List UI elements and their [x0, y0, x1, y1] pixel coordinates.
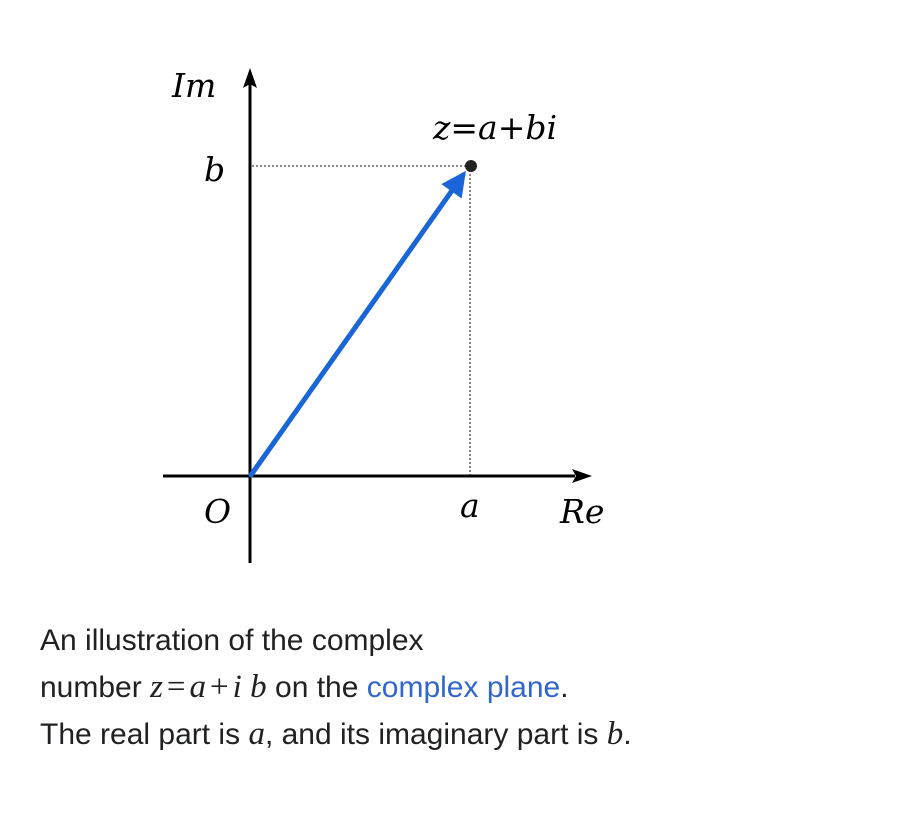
caption-period-1: .: [560, 671, 569, 704]
complex-plane-link[interactable]: complex plane: [366, 671, 561, 704]
imaginary-axis-arrow-icon: [243, 68, 257, 88]
figure-caption: An illustration of the complex number z=…: [40, 617, 880, 758]
origin-label: O: [204, 492, 231, 531]
math-real-var-a: a: [248, 716, 265, 752]
caption-real-part-text: The real part is: [40, 718, 241, 751]
caption-number-word: number: [40, 671, 142, 704]
real-axis-arrow-icon: [572, 469, 592, 483]
a-tick-label: a: [460, 486, 480, 525]
caption-imag-part-text: , and its imaginary part is: [264, 718, 599, 751]
math-var-a: a: [189, 669, 207, 705]
im-axis-label: Im: [171, 66, 216, 105]
caption-on-the: on the: [275, 671, 359, 704]
math-var-i: i: [232, 669, 242, 705]
complex-vector-arrow: [248, 170, 466, 478]
caption-text-1: An illustration of the complex: [40, 624, 424, 657]
math-var-b: b: [250, 669, 267, 705]
complex-plane-diagram: Im Re O a b z=a+bi: [163, 66, 604, 563]
math-imag-var-b: b: [606, 716, 624, 752]
caption-line-1: An illustration of the complex: [40, 617, 880, 664]
point-z: [465, 160, 477, 172]
re-axis-label: Re: [559, 492, 604, 531]
caption-line-2: number z=a+i b on the complex plane.: [40, 664, 880, 711]
math-plus: +: [210, 669, 229, 705]
caption-line-3: The real part is a, and its imaginary pa…: [40, 711, 880, 758]
point-z-label: z=a+bi: [432, 108, 557, 147]
math-equals: =: [166, 669, 186, 705]
b-tick-label: b: [204, 150, 225, 189]
math-var-z: z: [150, 669, 163, 705]
caption-period-2: .: [623, 718, 632, 751]
